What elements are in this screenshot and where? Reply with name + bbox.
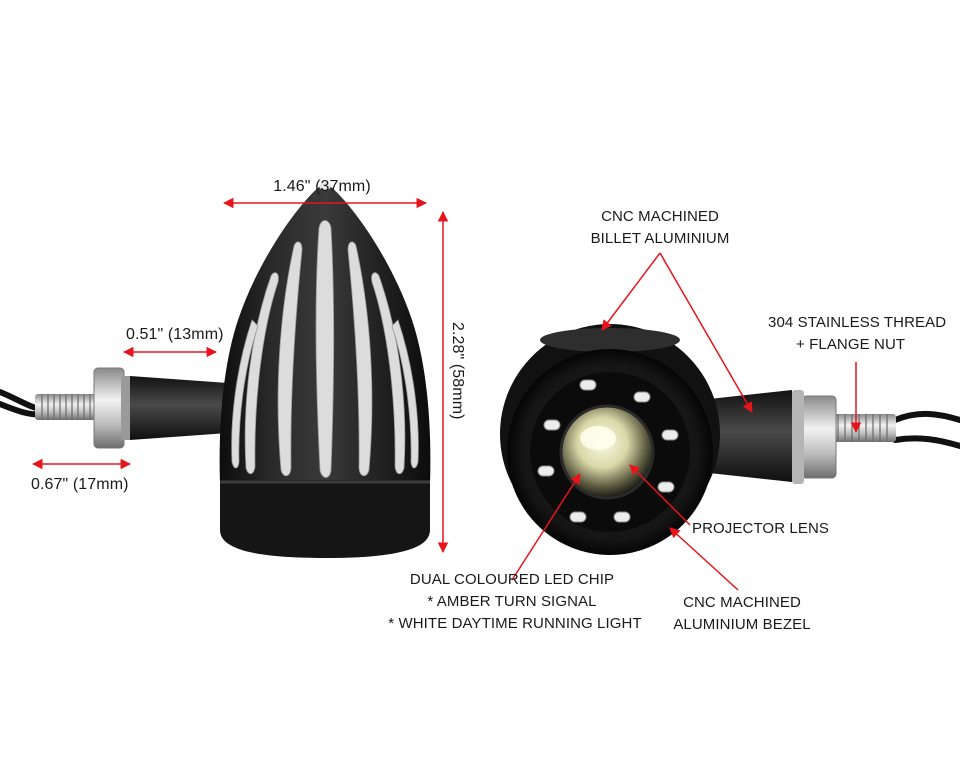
led-callout-line2: * AMBER TURN SIGNAL — [427, 593, 597, 610]
bezel-callout-line2: ALUMINIUM BEZEL — [673, 616, 811, 633]
led-ring — [537, 379, 679, 523]
stem-left — [130, 376, 228, 440]
front-view-indicator — [500, 324, 960, 555]
height-dimension-label: 2.28" (58mm) — [449, 322, 466, 420]
led-leader — [511, 473, 581, 581]
led-callout-line3: * WHITE DAYTIME RUNNING LIGHT — [388, 615, 642, 632]
thread-callout-line2: + FLANGE NUT — [796, 336, 906, 353]
side-view-indicator — [0, 182, 431, 558]
led-callout-line1: DUAL COLOURED LED CHIP — [409, 571, 615, 588]
thread-callout-line1: 304 STAINLESS THREAD — [768, 314, 947, 331]
lens-callout: PROJECTOR LENS — [692, 520, 829, 537]
machined-grooves — [231, 220, 419, 478]
bullet-base — [220, 480, 430, 558]
thread-dimension-label: 0.67" (17mm) — [31, 476, 129, 493]
billet-leader-b — [659, 252, 753, 413]
billet-leader-a — [601, 252, 661, 331]
thread-right — [830, 414, 896, 442]
stem-right — [700, 390, 792, 482]
billet-callout-line1: CNC MACHINED — [601, 208, 719, 225]
stem-dimension-label: 0.51" (13mm) — [126, 326, 224, 343]
width-dimension-label: 1.46" (37mm) — [273, 178, 371, 195]
lens-leader — [629, 464, 691, 526]
annotation-lines — [31, 197, 862, 591]
flange-nut-right — [801, 395, 837, 479]
flange-nut-left — [93, 367, 125, 449]
thread-left — [35, 394, 99, 420]
bezel-callout-line1: CNC MACHINED — [683, 594, 801, 611]
cable-right — [892, 410, 960, 449]
bezel-leader — [669, 527, 739, 591]
billet-callout-line2: BILLET ALUMINIUM — [590, 230, 730, 247]
